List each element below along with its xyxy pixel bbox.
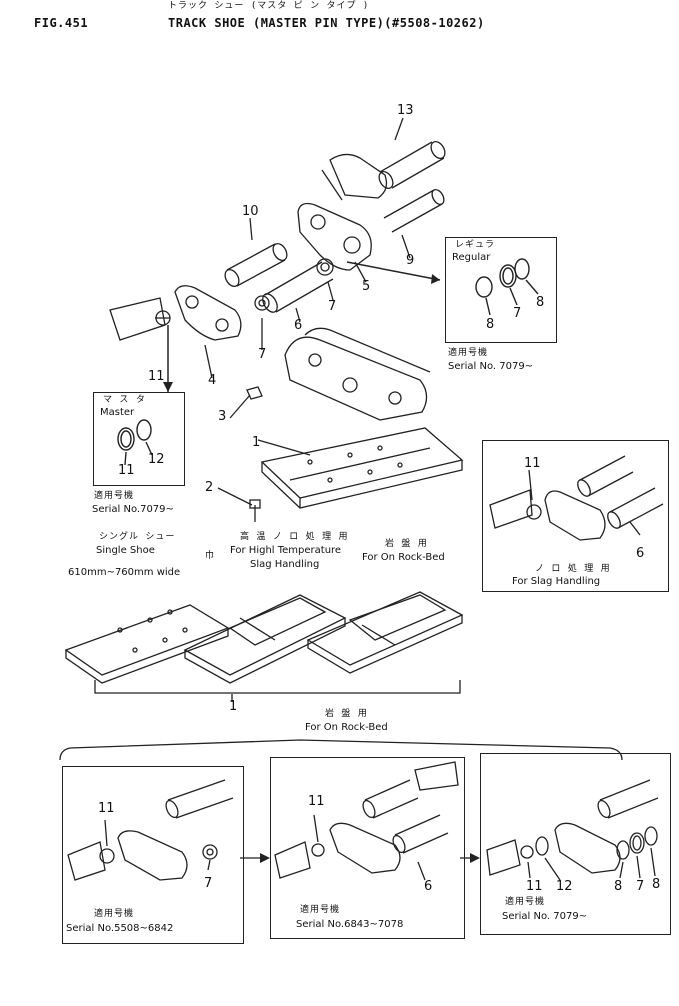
panel1-callout-7: 7 [204, 876, 213, 891]
callout-7-lower: 7 [258, 347, 267, 362]
regular-callout-8a: 8 [486, 317, 495, 332]
panel3-callout-8b: 8 [652, 877, 661, 892]
panel2-callout-6: 6 [424, 879, 433, 894]
callout-1-lower: 1 [229, 699, 238, 714]
callout-3: 3 [218, 409, 227, 424]
slag-label: For Slag Handling [512, 576, 601, 587]
regular-serial: Serial No. 7079~ [448, 361, 534, 372]
slag-callout-6: 6 [636, 546, 645, 561]
title-kana: トラック シュー (マスタ ピ ン タイプ ) [168, 1, 370, 11]
bottom-rock-bed-kana: 岩 盤 用 [325, 709, 368, 719]
width-label: 610mm~760mm wide [68, 567, 181, 578]
panel2-serial-kana: 適用号機 [300, 905, 341, 915]
bushing-10 [224, 242, 288, 288]
high-temp-shoe [183, 594, 347, 684]
panel3-callout-7: 7 [636, 879, 645, 894]
bottom-panel-2 [270, 757, 465, 939]
slag-kana: ノ ロ 処 理 用 [535, 564, 611, 574]
callout-11: 11 [148, 369, 165, 384]
master-callout-12: 12 [148, 452, 165, 467]
bottom-rock-bed-label: For On Rock-Bed [305, 722, 388, 733]
callout-9: 9 [406, 253, 415, 268]
slag-handling-detail-box [482, 440, 669, 592]
single-shoe-kana: シングル シュー [99, 532, 176, 542]
panel3-callout-11: 11 [526, 879, 543, 894]
callout-10: 10 [242, 204, 259, 219]
rock-bed-shoe [306, 591, 464, 674]
link-5 [297, 202, 372, 271]
master-label: Master [100, 407, 135, 418]
nut-3 [246, 386, 263, 400]
panel3-callout-8a: 8 [614, 879, 623, 894]
master-kana: マ ス タ [103, 395, 146, 405]
figure-title: TRACK SHOE (MASTER PIN TYPE)(#5508-10262… [168, 16, 485, 30]
link-4 [174, 285, 242, 341]
bottom-panel-1 [62, 766, 244, 944]
panel3-serial-kana: 適用号機 [505, 897, 546, 907]
high-temp-label-2: Slag Handling [250, 559, 320, 570]
panel3-callout-12: 12 [556, 879, 573, 894]
regular-label: Regular [452, 252, 491, 263]
panel2-serial: Serial No.6843~7078 [296, 919, 404, 930]
master-callout-11: 11 [118, 463, 135, 478]
panel1-serial-kana: 適用号機 [94, 909, 135, 919]
single-shoe-label: Single Shoe [96, 545, 155, 556]
pin-9 [383, 188, 445, 233]
rock-bed-kana: 岩 盤 用 [385, 539, 428, 549]
bottom-panel-3 [480, 753, 671, 935]
callout-4: 4 [208, 373, 217, 388]
shoe-group-bracket [94, 680, 461, 694]
bolt-2 [249, 499, 261, 522]
callout-6: 6 [294, 318, 303, 333]
bushing-6 [262, 261, 334, 313]
regular-callout-8b: 8 [536, 295, 545, 310]
panel1-callout-11: 11 [98, 801, 115, 816]
callout-7-upper: 7 [328, 299, 337, 314]
callout-13: 13 [397, 103, 414, 118]
pin-13 [378, 140, 446, 190]
regular-kana: レギュラ [455, 240, 496, 250]
regular-callout-7: 7 [513, 306, 522, 321]
rock-bed-label: For On Rock-Bed [362, 552, 445, 563]
high-temp-kana: 高 温 ノ ロ 処 理 用 [240, 532, 349, 542]
callout-5: 5 [362, 279, 371, 294]
bottom-group-brace [59, 739, 623, 761]
width-kana: 巾 [205, 551, 216, 561]
figure-number: FIG.451 [34, 16, 89, 30]
master-detail-box [93, 392, 185, 486]
panel1-serial: Serial No.5508~6842 [66, 923, 174, 934]
callout-2: 2 [205, 480, 214, 495]
master-serial: Serial No.7079~ [92, 504, 174, 515]
callout-1-upper: 1 [252, 435, 261, 450]
link-assembly [284, 327, 431, 421]
regular-detail-box [445, 237, 557, 343]
shoe-upper [260, 427, 464, 509]
slag-callout-11: 11 [524, 456, 541, 471]
single-shoe [64, 604, 230, 684]
panel2-callout-11: 11 [308, 794, 325, 809]
high-temp-label-1: For Highl Temperature [230, 545, 342, 556]
master-serial-kana: 適用号機 [94, 491, 135, 501]
panel3-serial: Serial No. 7079~ [502, 911, 588, 922]
regular-serial-kana: 適用号機 [448, 348, 489, 358]
